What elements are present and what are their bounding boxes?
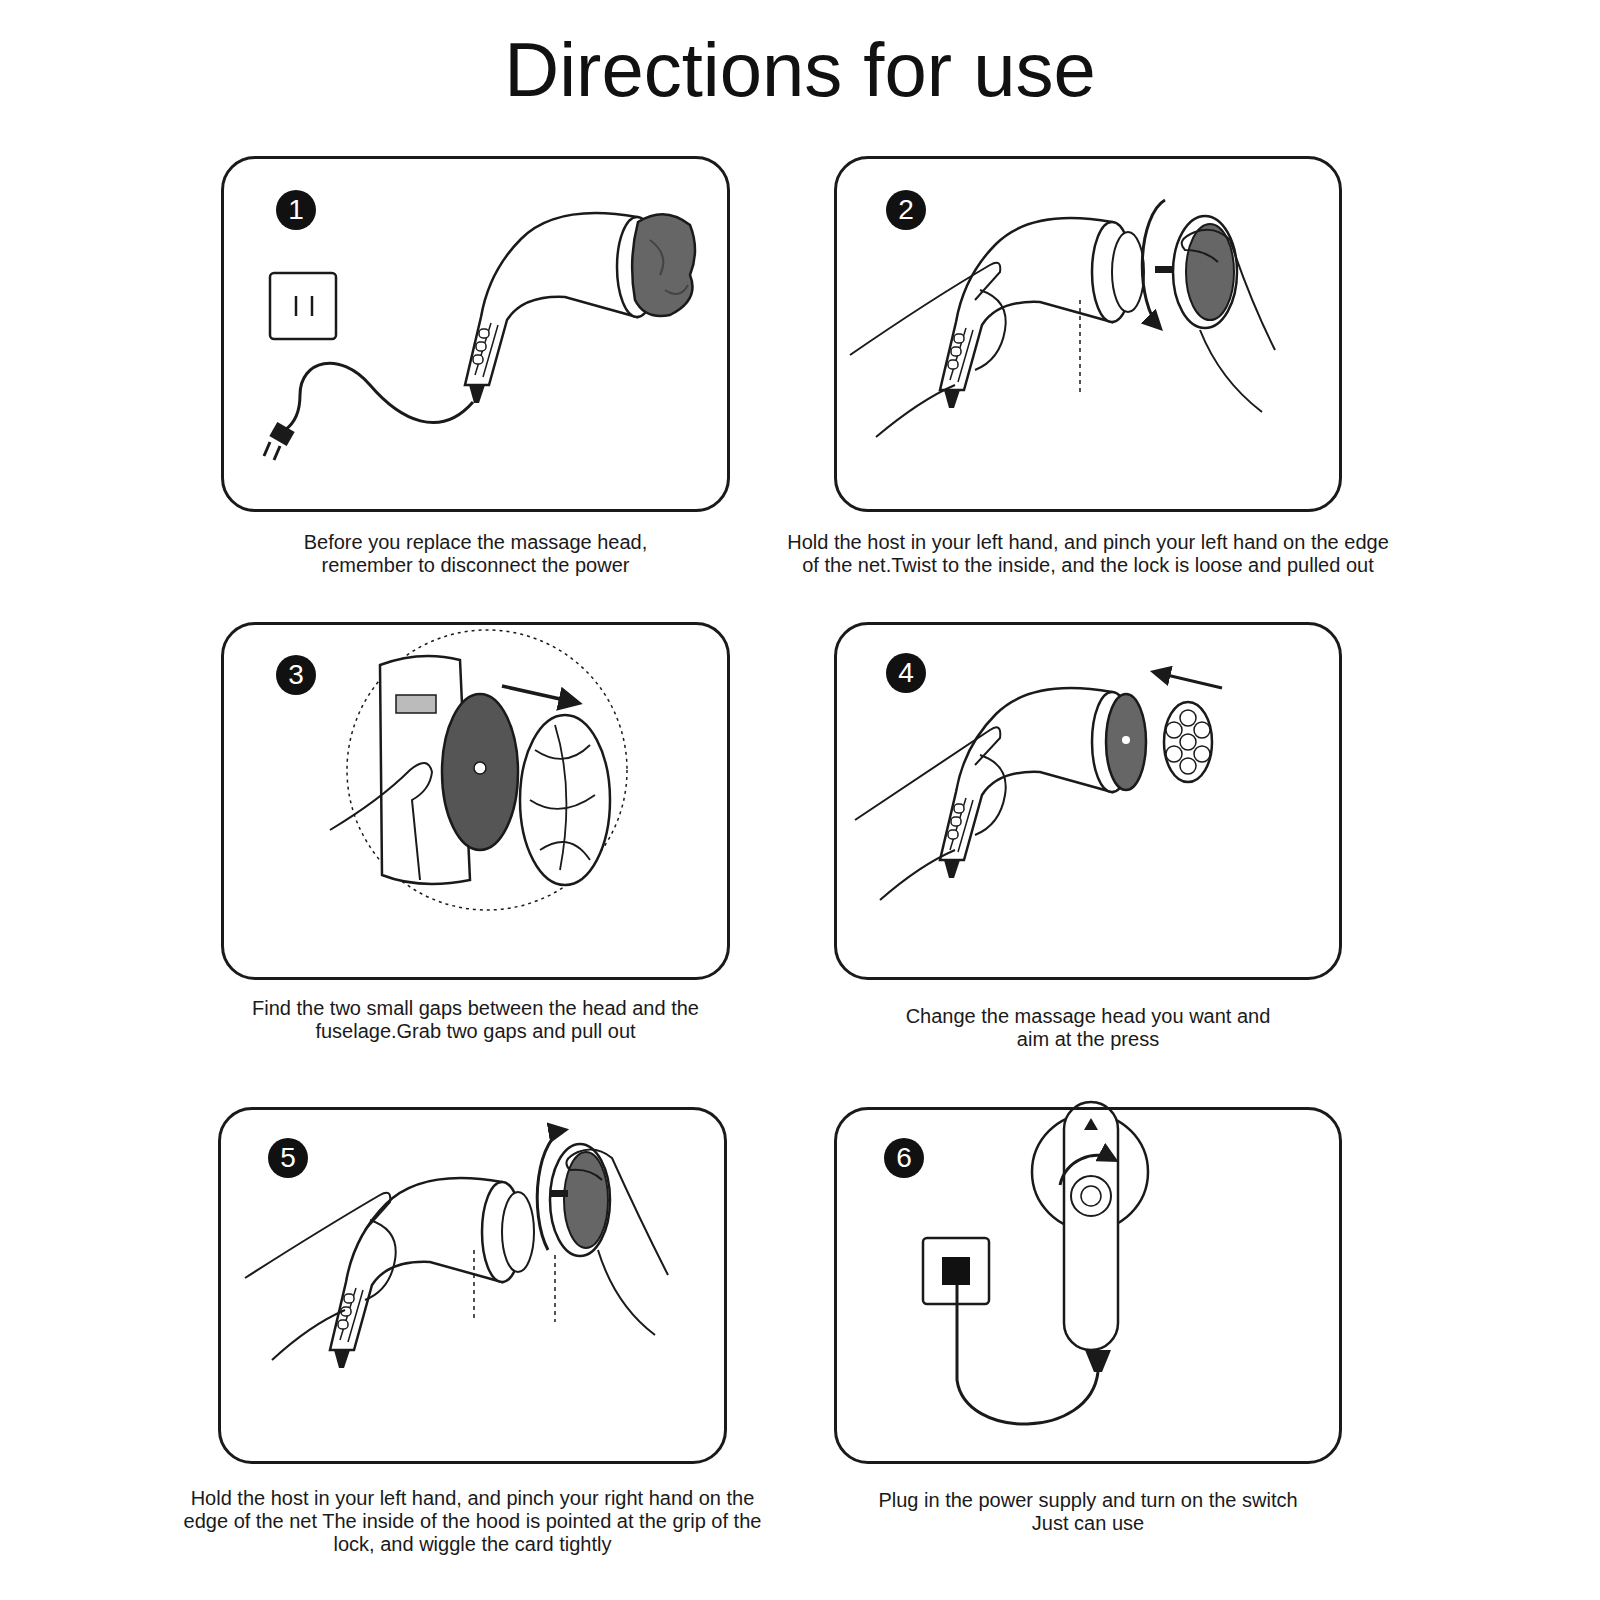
panel-2-art [850, 200, 1275, 437]
step-number: 5 [268, 1138, 308, 1178]
callout-number: 3 [288, 661, 304, 689]
step-panel: Before you replace the massage head, rem… [221, 156, 730, 512]
callout-number: 2 [898, 196, 914, 224]
panel-4-art [855, 672, 1222, 900]
step-caption: Find the two small gaps between the head… [246, 997, 706, 1043]
panel-1-art [264, 213, 695, 460]
panel-5-art [245, 1130, 668, 1368]
step-number: 4 [886, 653, 926, 693]
callout-number: 6 [896, 1144, 912, 1172]
step-number: 3 [276, 655, 316, 695]
panel-6-art [923, 1102, 1148, 1424]
step-caption: Hold the host in your left hand, and pin… [778, 531, 1398, 577]
page-title: Directions for use [0, 28, 1600, 112]
callout-number: 1 [288, 196, 304, 224]
step-caption: Change the massage head you want and aim… [893, 1005, 1283, 1051]
step-panel: Hold the host in your left hand, and pin… [834, 156, 1342, 512]
step-panel: Plug in the power supply and turn on the… [834, 1107, 1342, 1464]
panel-3-art [330, 630, 627, 910]
step-number: 6 [884, 1138, 924, 1178]
callout-number: 5 [280, 1144, 296, 1172]
step-caption: Before you replace the massage head, rem… [276, 531, 676, 577]
step-panel: Find the two small gaps between the head… [221, 622, 730, 980]
step-caption: Hold the host in your left hand, and pin… [173, 1487, 773, 1556]
step-number: 1 [276, 190, 316, 230]
step-caption: Plug in the power supply and turn on the… [878, 1489, 1298, 1535]
step-panel: Change the massage head you want and aim… [834, 622, 1342, 980]
step-panel: Hold the host in your left hand, and pin… [218, 1107, 727, 1464]
step-number: 2 [886, 190, 926, 230]
callout-number: 4 [898, 659, 914, 687]
